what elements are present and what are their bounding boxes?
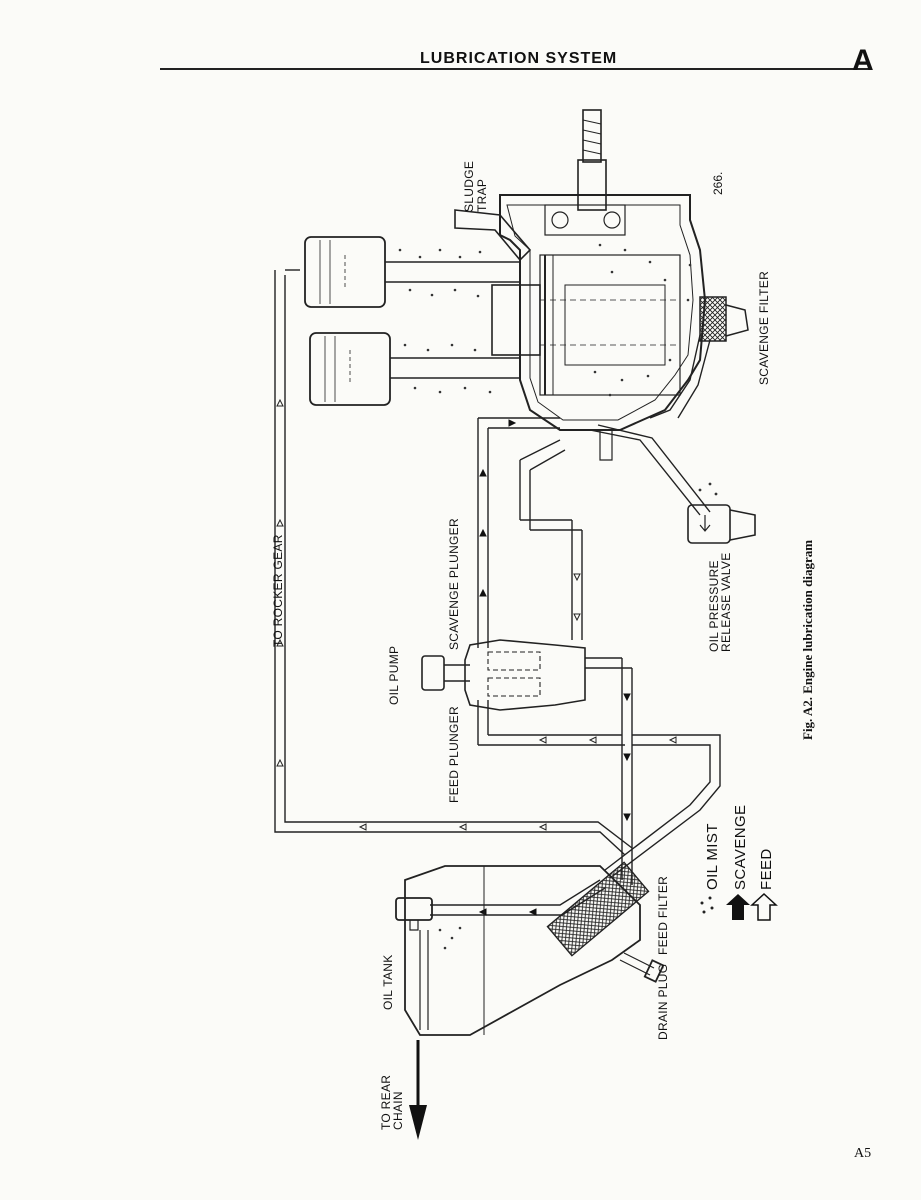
- legend-oil-mist-label: OIL MIST: [704, 823, 721, 890]
- label-feed-filter: FEED FILTER: [656, 876, 670, 955]
- cylinder-upper: [304, 236, 520, 308]
- cylinder-oil-mist: [398, 248, 492, 394]
- hollow-arrow-icon: [750, 892, 778, 921]
- label-scavenge-plunger: SCAVENGE PLUNGER: [447, 518, 461, 650]
- rear-chain-arrow: [409, 1040, 427, 1140]
- legend-feed-label: FEED: [758, 848, 775, 890]
- cylinder-lower: [309, 332, 520, 406]
- crankcase-oil-mist: [593, 243, 692, 397]
- feed-scavenge-pipes: [430, 334, 721, 916]
- section-letter: A: [852, 44, 874, 77]
- tank-oil-mist: [438, 926, 462, 950]
- figure-number: 266.: [711, 172, 725, 195]
- hollow-flow-arrows: [276, 398, 677, 831]
- label-sludge-trap: SLUDGE TRAP: [462, 157, 489, 212]
- legend-scavenge-label: SCAVENGE: [732, 805, 749, 890]
- label-to-rear-chain: TO REAR CHAIN: [379, 1071, 405, 1130]
- flywheel-block: [491, 284, 541, 356]
- header-rule: [160, 68, 872, 70]
- page-header-title: LUBRICATION SYSTEM: [420, 50, 618, 67]
- crankcase: [499, 194, 707, 431]
- label-scavenge-filter: SCAVENGE FILTER: [757, 271, 771, 385]
- rocker-gear-line: [274, 269, 633, 856]
- figure-caption: Fig. A2. Engine lubrication diagram: [800, 540, 815, 740]
- oil-pressure-release-valve: [687, 482, 756, 544]
- flow-arrows: [478, 419, 631, 916]
- oil-pump: [421, 639, 586, 711]
- legend: OIL MIST SCAVENGE FEED: [700, 805, 778, 921]
- feed-filter: [546, 861, 650, 957]
- page-number: A5: [854, 1146, 872, 1161]
- label-oil-pressure-release-valve: OIL PRESSURE RELEASE VALVE: [707, 552, 733, 652]
- main-shaft: [577, 109, 607, 211]
- label-oil-tank: OIL TANK: [381, 954, 395, 1010]
- oil-mist-dots-icon: [700, 896, 714, 914]
- label-to-rocker-gear: TO ROCKER GEAR: [271, 534, 285, 647]
- label-oil-pump: OIL PUMP: [387, 646, 401, 705]
- sludge-trap: [454, 209, 554, 395]
- label-feed-plunger: FEED PLUNGER: [447, 706, 461, 803]
- scavenge-filter: [699, 296, 749, 342]
- solid-arrow-icon: [726, 894, 750, 920]
- label-drain-plug: DRAIN PLUG: [656, 964, 670, 1040]
- oil-tank: [395, 865, 665, 1036]
